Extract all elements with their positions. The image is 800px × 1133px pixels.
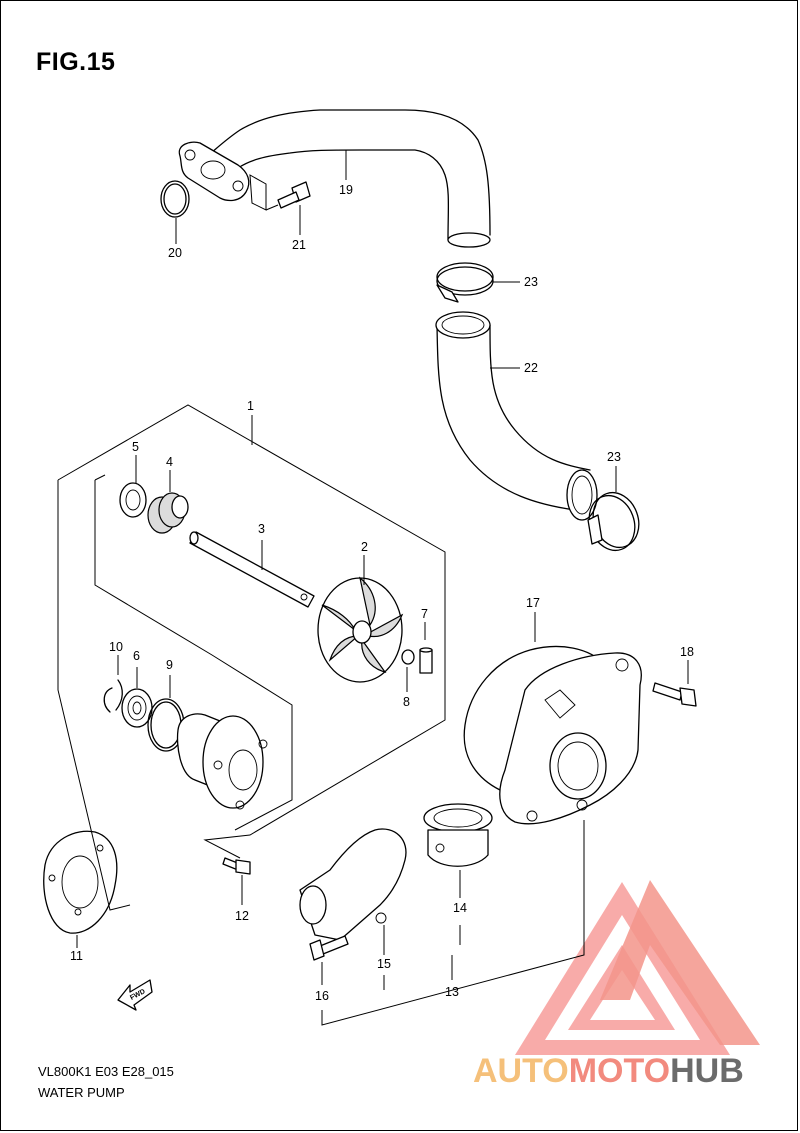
part-10-circlip — [103, 655, 123, 713]
watermark-text: AUTOMOTOHUB — [473, 1052, 744, 1090]
callout-16: 16 — [315, 989, 329, 1003]
diagram-code: VL800K1 E03 E28_015 — [38, 1064, 174, 1079]
callout-11: 11 — [70, 949, 83, 963]
callout-14: 14 — [453, 901, 467, 915]
callout-21: 21 — [292, 238, 306, 252]
callout-10: 10 — [109, 640, 123, 654]
callout-1: 1 — [247, 399, 254, 413]
callout-22: 22 — [524, 361, 538, 375]
callout-3: 3 — [258, 522, 265, 536]
callout-17: 17 — [526, 596, 540, 610]
part-19-pipe — [178, 109, 491, 248]
callout-9: 9 — [166, 658, 173, 672]
assembly-1-box — [57, 404, 446, 911]
callout-7: 7 — [421, 607, 428, 621]
pump-cover — [499, 652, 642, 870]
assembly-13-bracket — [321, 870, 585, 1026]
callout-20: 20 — [168, 246, 182, 260]
svg-text:AUTOMOTOHUB: AUTOMOTOHUB — [473, 1052, 744, 1090]
part-22-hose — [435, 311, 598, 521]
part-21-bolt — [265, 181, 311, 235]
part-14-thermostat — [423, 803, 493, 898]
part-16-bolt — [309, 935, 349, 985]
callout-8: 8 — [403, 695, 410, 709]
part-17-gasket — [463, 612, 606, 791]
callout-12: 12 — [235, 909, 249, 923]
part-11-gasket — [43, 830, 118, 948]
part-18-bolt — [652, 660, 697, 707]
part-5-seal — [119, 455, 147, 518]
watermark-logo — [515, 880, 760, 1055]
diagram-name: WATER PUMP — [38, 1085, 125, 1100]
callout-23-upper: 23 — [524, 275, 538, 289]
part-12-bolt — [222, 857, 251, 905]
part-6-bearing — [121, 667, 153, 728]
watermark-part1: AUTO — [473, 1052, 569, 1090]
watermark-part2: MOTO — [569, 1052, 670, 1090]
part-4-mech-seal — [147, 470, 189, 534]
callout-23-lower: 23 — [607, 450, 621, 464]
part-2-impeller — [317, 555, 404, 683]
part-23-clamp-lower — [587, 466, 640, 552]
callout-15: 15 — [377, 957, 391, 971]
part-23-clamp-upper — [436, 262, 520, 303]
callout-18: 18 — [680, 645, 694, 659]
callout-2: 2 — [361, 540, 368, 554]
fwd-arrow: FWD — [117, 979, 153, 1011]
part-15-thermostat-cover — [299, 828, 407, 955]
watermark-part3: HUB — [670, 1052, 744, 1090]
figure-title: FIG.15 — [36, 48, 116, 76]
callout-13: 13 — [445, 985, 459, 999]
pump-bearing-case — [176, 713, 268, 810]
callouts: 1 2 3 4 5 6 7 8 9 10 11 12 13 14 15 16 1… — [70, 183, 694, 1003]
callout-5: 5 — [132, 440, 139, 454]
callout-19: 19 — [339, 183, 353, 197]
part-20-o-ring — [160, 180, 190, 244]
part-3-shaft — [189, 531, 315, 608]
callout-4: 4 — [166, 455, 173, 469]
callout-6: 6 — [133, 649, 140, 663]
part-8-washer — [401, 649, 415, 692]
part-7-pin — [419, 622, 433, 674]
